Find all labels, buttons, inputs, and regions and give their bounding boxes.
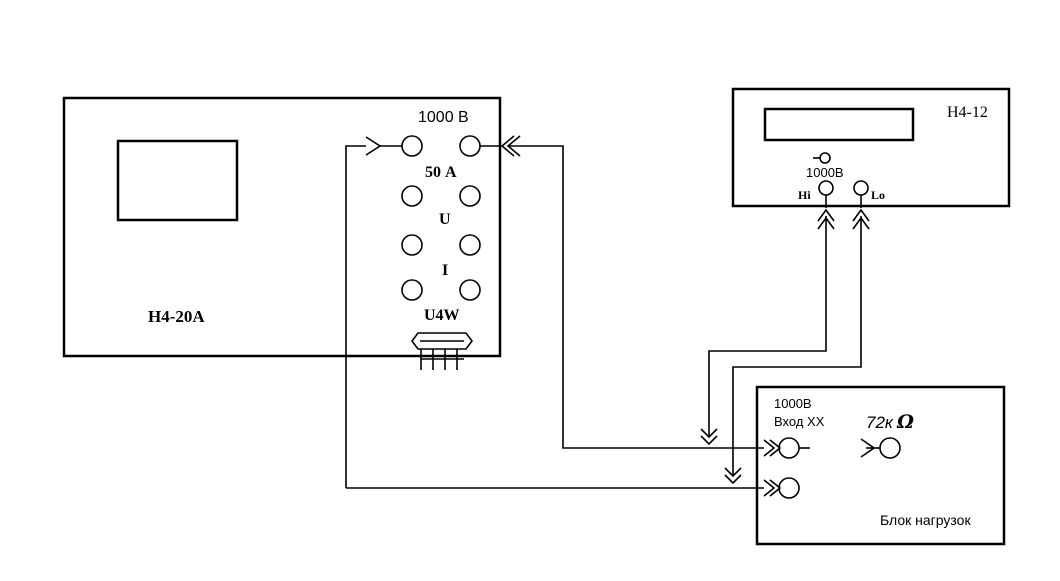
h4-20a-current-label: 50 А [425, 164, 457, 181]
load-block-input-terminal-2[interactable] [778, 477, 800, 499]
h4-20a-terminal-voltage-2[interactable] [459, 135, 481, 157]
load-block-label: Блок нагрузок [880, 512, 971, 528]
h4-20a-terminal-u-2[interactable] [459, 234, 481, 256]
load-block-input-label: Вход ХХ [774, 414, 825, 429]
h4-20a-terminal-u-1[interactable] [401, 234, 423, 256]
h4-20a-voltage-label: 1000 В [418, 109, 469, 126]
wire-voltage-low [345, 136, 782, 497]
wire-h4-12-lo [724, 195, 870, 485]
wire-voltage-high [480, 135, 782, 457]
h4-12-small-input-icon[interactable] [813, 152, 831, 164]
h4-20a-display [116, 139, 239, 222]
h4-12-label: Н4-12 [947, 104, 988, 121]
h4-12-body [731, 87, 1011, 208]
load-block-resistor-value: 72к [866, 413, 894, 432]
device-h4-12: Н4-12 1000В Hi Lo [731, 87, 1011, 208]
h4-12-rating-label: 1000В [806, 165, 844, 180]
h4-20a-i-label: I [442, 262, 448, 279]
h4-20a-terminal-i-1[interactable] [401, 279, 423, 301]
h4-20a-terminal-current-2[interactable] [459, 185, 481, 207]
ohm-symbol: Ω [896, 411, 914, 433]
h4-12-lo-label: Lo [871, 188, 885, 202]
h4-20a-u4w-label: U4W [424, 307, 460, 324]
h4-20a-u-label: U [439, 211, 451, 228]
wire-h4-12-hi [700, 195, 835, 446]
h4-20a-u4w-connector[interactable] [411, 332, 473, 370]
load-block-rating-label: 1000В [774, 396, 812, 411]
h4-20a-body [62, 96, 502, 358]
h4-20a-terminal-current-1[interactable] [401, 185, 423, 207]
h4-12-terminal-lo[interactable] [853, 180, 869, 196]
load-block-input-terminal-1[interactable] [778, 437, 810, 459]
h4-12-terminal-hi[interactable] [818, 180, 834, 196]
load-block-body [755, 385, 1006, 546]
h4-12-display [763, 107, 915, 142]
h4-20a-label: Н4-20А [148, 307, 205, 326]
h4-20a-terminal-voltage-1[interactable] [401, 135, 423, 157]
device-h4-20a: Н4-20А 1000 В 50 А U I U4W [62, 96, 502, 370]
h4-12-hi-label: Hi [798, 188, 811, 202]
load-block-resistor-terminal[interactable] [860, 437, 901, 459]
h4-20a-terminal-i-2[interactable] [459, 279, 481, 301]
